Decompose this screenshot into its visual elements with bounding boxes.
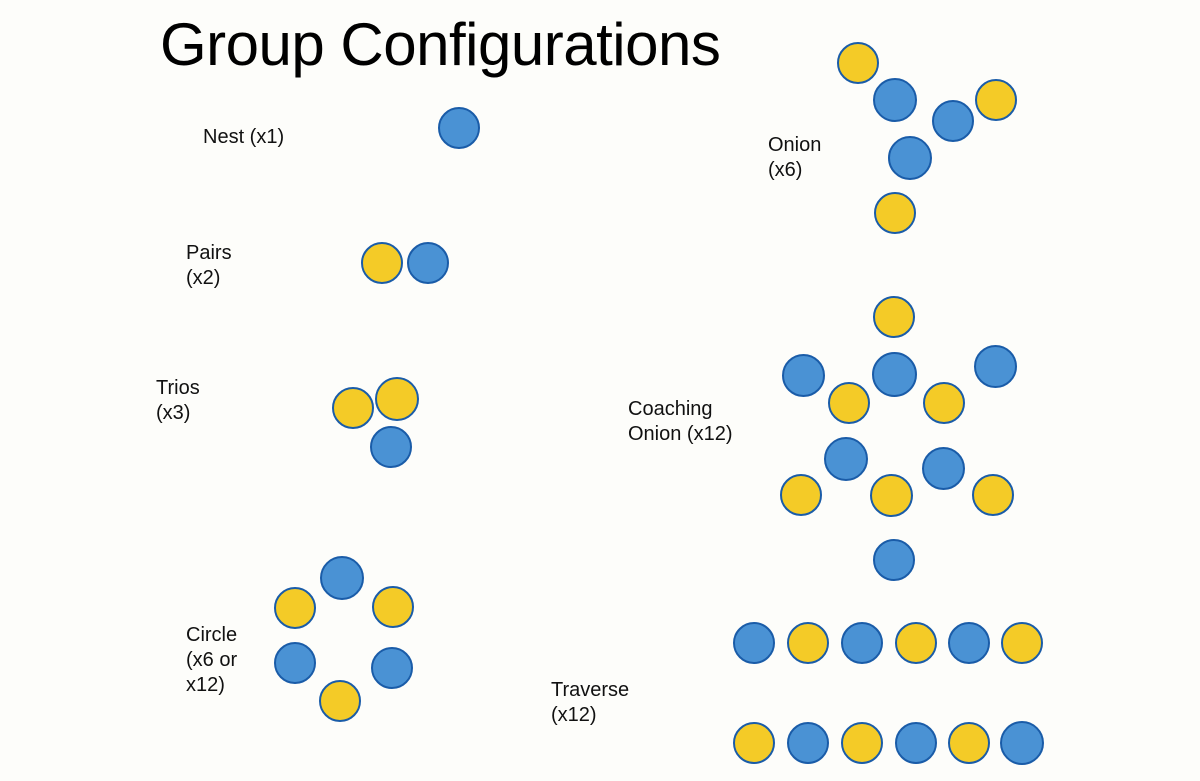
dot-onion-5 xyxy=(888,136,932,180)
dot-onion-4 xyxy=(975,79,1017,121)
dot-coaching-onion-2 xyxy=(781,353,825,397)
group-label-trios: Trios (x3) xyxy=(156,377,200,424)
dot-coaching-onion-5 xyxy=(828,382,870,424)
dot-coaching-onion-4 xyxy=(973,344,1017,388)
dot-coaching-onion-12 xyxy=(873,539,915,581)
group-label-traverse: Traverse (x12) xyxy=(551,679,630,726)
group-label-pairs: Pairs (x2) xyxy=(186,242,232,289)
dot-pairs-1 xyxy=(361,242,403,284)
dot-traverse-12 xyxy=(1000,721,1044,765)
dot-coaching-onion-3 xyxy=(871,351,917,397)
dot-nest-1 xyxy=(438,107,480,149)
dot-coaching-onion-8 xyxy=(921,446,965,490)
dot-onion-1 xyxy=(837,42,879,84)
dot-onion-2 xyxy=(873,78,917,122)
dot-coaching-onion-1 xyxy=(873,296,915,338)
dot-circle-4 xyxy=(274,642,316,684)
dot-circle-6 xyxy=(319,680,361,722)
dot-traverse-4 xyxy=(895,622,937,664)
dot-traverse-7 xyxy=(733,722,775,764)
dot-circle-2 xyxy=(274,587,316,629)
dot-coaching-onion-9 xyxy=(780,474,822,516)
dot-coaching-onion-10 xyxy=(869,473,913,517)
dot-trios-1 xyxy=(332,387,374,429)
dot-circle-1 xyxy=(320,556,364,600)
dot-traverse-11 xyxy=(948,722,990,764)
dot-traverse-10 xyxy=(895,722,937,764)
dot-traverse-8 xyxy=(787,722,829,764)
dot-circle-3 xyxy=(372,586,414,628)
page-title: Group Configurations xyxy=(160,11,721,78)
dot-traverse-1 xyxy=(733,622,775,664)
group-label-circle: Circle (x6 or x12) xyxy=(186,624,238,696)
dot-onion-6 xyxy=(874,192,916,234)
dot-trios-2 xyxy=(375,377,419,421)
dot-traverse-6 xyxy=(1001,622,1043,664)
dot-traverse-3 xyxy=(841,622,883,664)
dot-traverse-9 xyxy=(841,722,883,764)
group-label-nest: Nest (x1) xyxy=(203,126,285,148)
dot-traverse-5 xyxy=(948,622,990,664)
dot-coaching-onion-11 xyxy=(972,474,1014,516)
dot-traverse-2 xyxy=(787,622,829,664)
dot-coaching-onion-6 xyxy=(923,382,965,424)
group-label-coaching-onion: Coaching Onion (x12) xyxy=(628,398,733,445)
dot-pairs-2 xyxy=(407,242,449,284)
dot-onion-3 xyxy=(932,100,974,142)
group-label-onion: Onion (x6) xyxy=(768,134,822,181)
dot-trios-3 xyxy=(370,426,412,468)
dot-coaching-onion-7 xyxy=(824,437,868,481)
dot-circle-5 xyxy=(371,647,413,689)
